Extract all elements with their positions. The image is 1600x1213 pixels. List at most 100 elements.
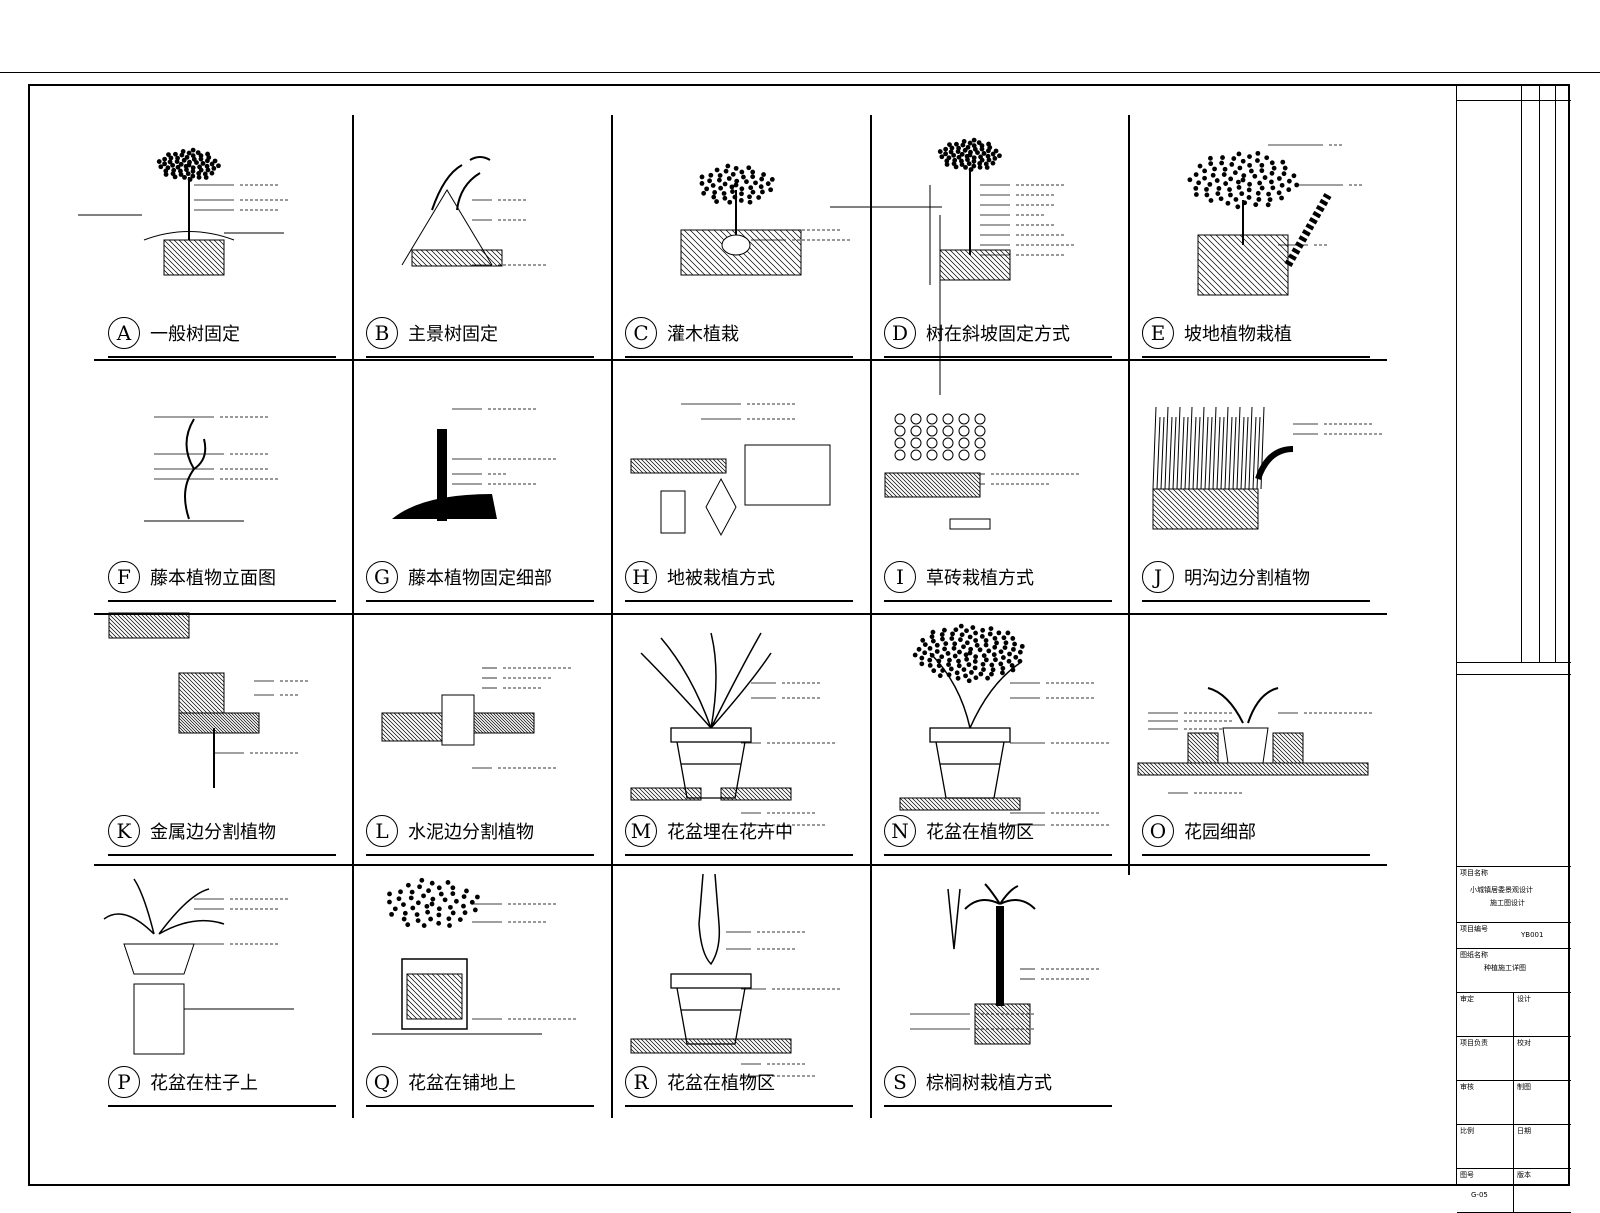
detail-drawing-a [78,147,288,276]
detail-panel-r: R 花盆在植物区 [611,864,869,1108]
detail-letter-badge: J [1142,561,1174,593]
detail-letter-badge: F [108,561,140,593]
detail-drawing-b [401,156,546,267]
project-code: YB001 [1521,931,1544,939]
caption-underline [625,1105,853,1107]
detail-panel-d: D 树在斜坡固定方式 [830,115,1128,395]
title-block-field-a: 审定 [1460,995,1474,1003]
detail-drawing-h [630,403,831,537]
detail-drawing-j [1152,406,1382,530]
project-code-block: 项目编号 YB001 [1457,922,1571,948]
drawing-name: 种植施工详图 [1484,964,1526,972]
project-label: 项目名称 [1460,869,1488,877]
caption-underline [1142,600,1370,602]
grid-divider [611,115,613,1118]
drawing-frame [28,84,1570,1186]
caption-underline [366,600,594,602]
detail-letter-badge: K [108,815,140,847]
detail-letter-badge: C [625,317,657,349]
title-block-row: 比例 日期 [1457,1124,1571,1169]
drawing-number: G-05 [1471,1191,1488,1199]
detail-panel-c: C 灌木植栽 [611,115,869,359]
detail-letter-badge: L [366,815,398,847]
detail-letter-badge: E [1142,317,1174,349]
detail-drawing-s [910,883,1099,1045]
title-block-field-a: 审核 [1460,1083,1474,1091]
detail-drawing-o [1137,687,1372,794]
detail-letter-badge: N [884,815,916,847]
detail-drawing-c [680,163,850,276]
detail-drawing-n [899,623,1109,826]
title-block-field-a: 比例 [1460,1127,1474,1135]
project-sub: 施工图设计 [1490,899,1525,907]
caption-underline [108,1105,336,1107]
detail-drawing-e [1187,144,1362,296]
caption-underline [1142,356,1370,358]
detail-title: 花盆在植物区 [667,1073,775,1094]
detail-panel-s: S 棕榈树栽植方式 [870,864,1128,1108]
detail-letter-badge: S [884,1066,916,1098]
detail-title: 棕榈树栽植方式 [926,1073,1052,1094]
title-block-field-a: 项目负责 [1460,1039,1488,1047]
caption-underline [366,1105,594,1107]
detail-letter-badge: G [366,561,398,593]
detail-title: 灌木植栽 [667,324,739,345]
detail-letter-badge: I [884,561,916,593]
title-block-field-b: 设计 [1517,995,1531,1003]
detail-title: 一般树固定 [150,324,240,345]
title-block-field-b: 版本 [1517,1171,1531,1179]
detail-panel-l: L 水泥边分割植物 [352,613,610,857]
detail-caption: R 花盆在植物区 [625,1066,775,1098]
detail-drawing-f [144,416,278,522]
detail-letter-badge: D [884,317,916,349]
grid-divider [352,115,354,1118]
title-block: 项目名称 小城镇居委景观设计 施工图设计 项目编号 YB001 图纸名称 种植施… [1456,84,1571,1213]
detail-title: 树在斜坡固定方式 [926,324,1070,345]
caption-underline [108,356,336,358]
drawing-name-block: 图纸名称 种植施工详图 [1457,948,1571,992]
project-name-block: 项目名称 小城镇居委景观设计 施工图设计 [1457,866,1571,922]
detail-title: 藤本植物固定细部 [408,568,552,589]
detail-title: 花盆在铺地上 [408,1073,516,1094]
caption-underline [884,1105,1112,1107]
caption-underline [625,854,853,856]
title-block-field-b: 校对 [1517,1039,1531,1047]
caption-underline [1142,854,1370,856]
grid-divider [94,359,1387,361]
detail-letter-badge: R [625,1066,657,1098]
caption-underline [366,356,594,358]
detail-letter-badge: B [366,317,398,349]
detail-drawing-m [630,632,835,826]
detail-drawing-q [372,877,576,1035]
caption-underline [884,356,1112,358]
title-block-field-b: 日期 [1517,1127,1531,1135]
title-block-field-b: 制图 [1517,1083,1531,1091]
detail-caption: D 树在斜坡固定方式 [884,317,1070,349]
detail-drawing-k [108,612,308,788]
detail-letter-badge: P [108,1066,140,1098]
detail-title: 水泥边分割植物 [408,822,534,843]
